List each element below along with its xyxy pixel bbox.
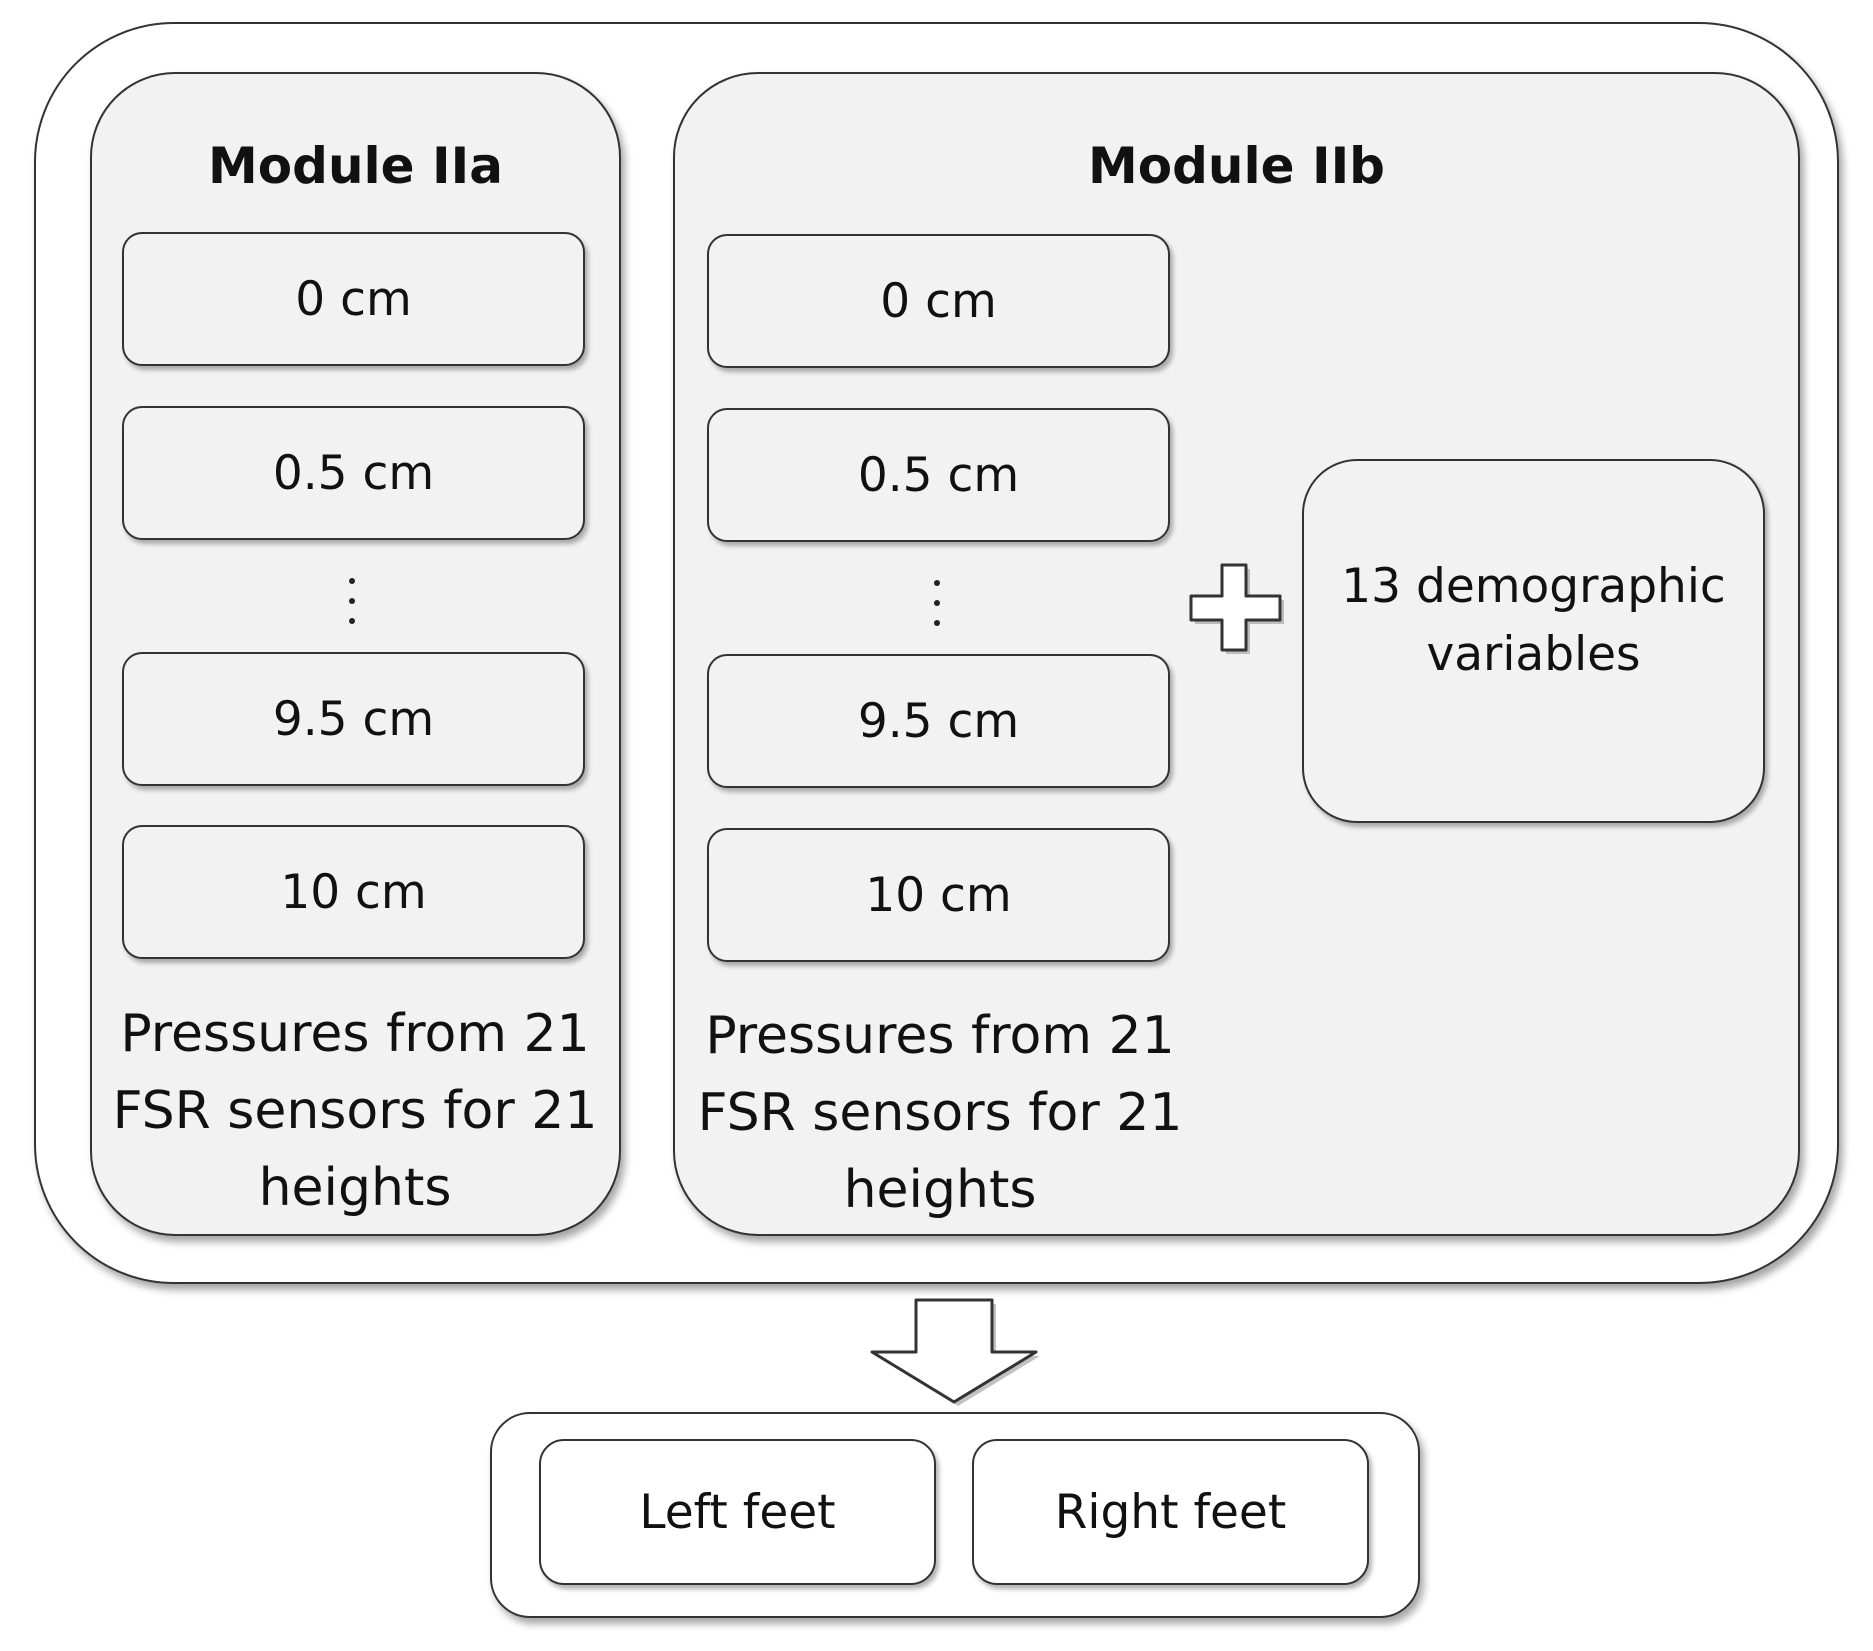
module-iib-title: Module IIb (1088, 137, 1385, 195)
module-iia-height-0: 0 cm (122, 232, 585, 366)
module-iia-title: Module IIa (208, 137, 503, 195)
demographic-line: 13 demographic (1341, 559, 1726, 614)
left-feet-box: Left feet (539, 1439, 936, 1585)
module-iia-height-0-5: 0.5 cm (122, 406, 585, 540)
module-iib-caption: Pressures from 21 FSR sensors for 21 hei… (680, 998, 1200, 1229)
caption-line: FSR sensors for 21 (697, 1083, 1183, 1143)
demographic-variables-box: 13 demographic variables (1302, 459, 1765, 823)
caption-line: Pressures from 21 (120, 1004, 590, 1064)
module-iib-height-0: 0 cm (707, 234, 1170, 368)
module-iia-caption: Pressures from 21 FSR sensors for 21 hei… (95, 996, 615, 1227)
caption-line: heights (258, 1158, 452, 1218)
caption-line: FSR sensors for 21 (112, 1081, 598, 1141)
right-feet-box: Right feet (972, 1439, 1369, 1585)
module-iib-height-0-5: 0.5 cm (707, 408, 1170, 542)
module-iia-height-10: 10 cm (122, 825, 585, 959)
vertical-ellipsis-icon (349, 578, 357, 628)
vertical-ellipsis-icon (934, 580, 942, 630)
caption-line: heights (843, 1160, 1037, 1220)
module-iia-height-9-5: 9.5 cm (122, 652, 585, 786)
output-container: Left feet Right feet (490, 1412, 1420, 1618)
demographic-line: variables (1426, 627, 1641, 682)
plus-icon (1189, 563, 1284, 654)
down-arrow-icon (870, 1298, 1040, 1406)
module-iib-height-9-5: 9.5 cm (707, 654, 1170, 788)
caption-line: Pressures from 21 (705, 1006, 1175, 1066)
module-iib-height-10: 10 cm (707, 828, 1170, 962)
